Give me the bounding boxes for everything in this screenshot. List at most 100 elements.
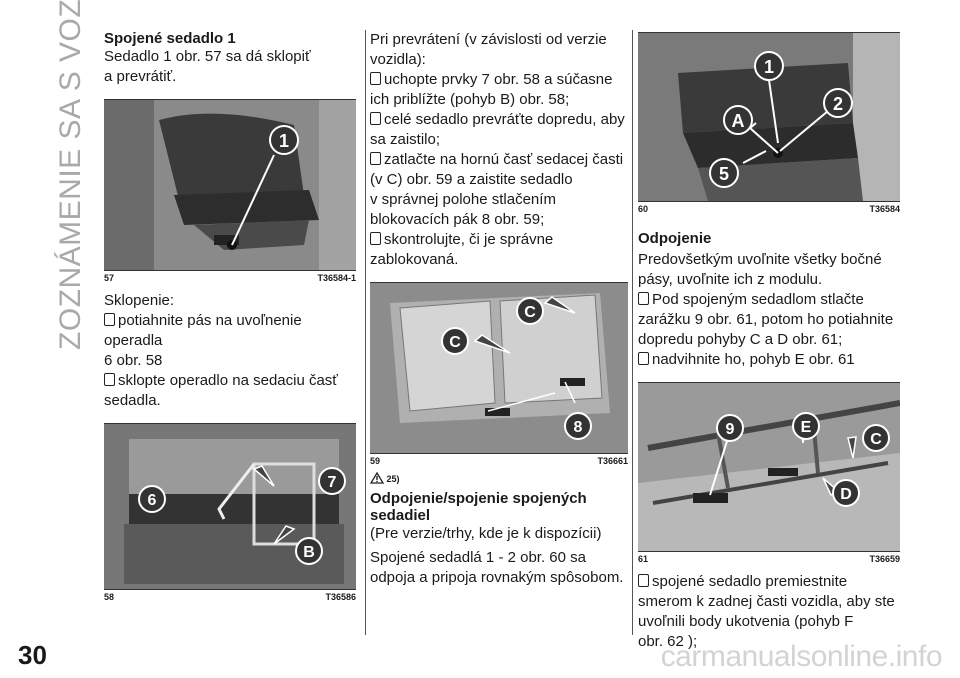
callout-b: B [303, 544, 315, 561]
figure-57: 1 [104, 99, 356, 271]
callout-c: C [524, 304, 536, 321]
text-line: uchopte prvky 7 obr. 58 a súčasne [384, 71, 613, 88]
figure-number: 60 [638, 204, 649, 214]
text-line: Predovšetkým uvoľnite všetky bočné [638, 251, 882, 268]
warning-ref-text: 25) [386, 474, 400, 484]
seat-photo-57: 1 [104, 100, 356, 270]
warning-icon [369, 471, 385, 484]
heading-odpojenie-spojenie-2: sedadiel [370, 507, 431, 524]
text-line: Pod spojeným sedadlom stlačte [652, 291, 864, 308]
figure-number: 57 [104, 273, 115, 283]
callout-5: 5 [719, 164, 729, 184]
text-line: celé sedadlo prevráťte dopredu, aby [384, 111, 625, 128]
figure-caption-59: 59 T36661 [370, 454, 628, 466]
bullet-item: uchopte prvky 7 obr. 58 a súčasne [370, 70, 628, 90]
text-line: a prevrátiť. [104, 68, 177, 85]
seat-photo-58: 6 7 B [104, 424, 356, 589]
text-line: uvoľnili body ukotvenia (pohyb F [638, 613, 854, 630]
heading-spojene-sedadlo: Spojené sedadlo 1 [104, 30, 236, 47]
text-line: Sedadlo 1 obr. 57 sa dá sklopiť [104, 48, 311, 65]
figure-number: 59 [370, 456, 381, 466]
bullet-icon [370, 232, 381, 245]
column-2: Pri prevrátení (v závislosti od verzie v… [369, 30, 628, 588]
callout-9: 9 [726, 421, 735, 438]
bullet-item: sklopte operadlo na sedaciu časť [104, 371, 356, 391]
figure-58: 6 7 B [104, 423, 356, 590]
text-line: zablokovaná. [370, 251, 459, 268]
column-1: Spojené sedadlo 1 Sedadlo 1 obr. 57 sa d… [104, 30, 356, 602]
bullet-icon [370, 112, 381, 125]
text-line: blokovacích pák 8 obr. 59; [370, 211, 545, 228]
seat-photo-59: C C 8 [370, 283, 628, 453]
callout-7: 7 [328, 474, 337, 491]
text-line: v správnej polohe stlačením [370, 191, 556, 208]
figure-code: T36661 [597, 456, 628, 466]
bullet-icon [104, 373, 115, 386]
text-line: nadvihnite ho, pohyb E obr. 61 [652, 351, 855, 368]
bullet-item: zatlačte na hornú časť sedacej časti [370, 150, 628, 170]
bullet-item: spojené sedadlo premiestnite [638, 572, 900, 592]
warning-reference: 25) [369, 471, 628, 484]
figure-code: T36586 [325, 592, 356, 602]
page-number: 30 [18, 640, 47, 670]
heading-odpojenie-spojenie: Odpojenie/spojenie spojených [370, 490, 587, 507]
text-line: sedadla. [104, 392, 161, 409]
text-line: skontrolujte, či je správne [384, 231, 554, 248]
text-line: zarážku 9 obr. 61, potom ho potiahnite [638, 311, 894, 328]
text-line: Sklopenie: [104, 292, 175, 309]
text-line: dopredu pohyby C a D obr. 61; [638, 331, 843, 348]
figure-number: 58 [104, 592, 115, 602]
section-side-title: ZOZNÁMENIE SA S VOZIDLOM [54, 0, 87, 350]
heading-odpojenie: Odpojenie [638, 230, 712, 247]
bullet-item: celé sedadlo prevráťte dopredu, aby [370, 110, 628, 130]
text-line: 6 obr. 58 [104, 352, 163, 369]
text-line: obr. 62 ); [638, 633, 698, 650]
callout-d: D [840, 486, 852, 503]
text-line: smerom k zadnej časti vozidla, aby ste [638, 593, 895, 610]
figure-caption-61: 61 T36659 [638, 552, 900, 564]
figure-code: T36659 [869, 554, 900, 564]
bullet-icon [104, 313, 115, 326]
column-divider [632, 30, 633, 635]
callout-e: E [801, 419, 812, 436]
bullet-item: nadvihnite ho, pohyb E obr. 61 [638, 350, 900, 370]
column-divider [365, 30, 366, 635]
figure-59: C C 8 [370, 282, 628, 454]
callout-1: 1 [764, 57, 774, 77]
text-line: pásy, uvoľnite ich z modulu. [638, 271, 823, 288]
bullet-item: skontrolujte, či je správne [370, 230, 628, 250]
text-line: (Pre verzie/trhy, kde je k dispozícii) [370, 525, 602, 542]
text-line: sklopte operadlo na sedaciu časť [118, 372, 338, 389]
column-3: 1 2 A 5 60 T36584 Odpojenie Predovšetkým… [638, 30, 900, 652]
figure-caption-58: 58 T36586 [104, 590, 356, 602]
seat-photo-61: 9 E C D [638, 383, 900, 551]
callout-c: C [449, 334, 461, 351]
text-line: vozidla): [370, 51, 426, 68]
text-line: Pri prevrátení (v závislosti od verzie [370, 31, 607, 48]
text-line: sa zaistilo; [370, 131, 441, 148]
figure-60: 1 2 A 5 [638, 32, 900, 202]
callout-c: C [870, 431, 882, 448]
bullet-icon [638, 292, 649, 305]
callout-1: 1 [279, 131, 289, 151]
text-line: Spojené sedadlá 1 - 2 obr. 60 sa [370, 549, 586, 566]
bullet-icon [638, 352, 649, 365]
callout-6: 6 [148, 492, 157, 509]
figure-code: T36584 [869, 204, 900, 214]
figure-number: 61 [638, 554, 649, 564]
callout-2: 2 [833, 94, 843, 114]
text-line: potiahnite pás na uvoľnenie operadla [104, 312, 302, 349]
seat-photo-60: 1 2 A 5 [638, 33, 900, 201]
bullet-item: Pod spojeným sedadlom stlačte [638, 290, 900, 310]
text-line: (v C) obr. 59 a zaistite sedadlo [370, 171, 573, 188]
bullet-icon [638, 574, 649, 587]
bullet-item: potiahnite pás na uvoľnenie operadla [104, 311, 356, 351]
bullet-icon [370, 152, 381, 165]
text-line: ich priblížte (pohyb B) obr. 58; [370, 91, 570, 108]
watermark: carmanualsonline.info [660, 640, 943, 673]
figure-61: 9 E C D [638, 382, 900, 552]
figure-caption-57: 57 T36584-1 [104, 271, 356, 283]
figure-code: T36584-1 [317, 273, 356, 283]
text-line: odpoja a pripoja rovnakým spôsobom. [370, 569, 624, 586]
figure-caption-60: 60 T36584 [638, 202, 900, 214]
